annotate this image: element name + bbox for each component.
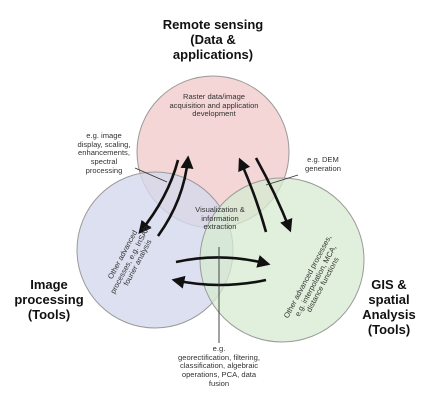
leader-right — [265, 174, 299, 186]
arrow-gis-to-rs — [238, 157, 268, 233]
annotation-right: e.g. DEM generation — [305, 155, 341, 173]
leader-left — [134, 167, 168, 183]
arrow-gis-to-ip — [171, 275, 267, 289]
gis-circle — [199, 177, 365, 343]
arrow-rs-to-ip — [138, 159, 180, 235]
remote-sensing-title: Remote sensing (Data & applications) — [162, 17, 264, 62]
annotation-bottom: e.g. georectification, filtering, classi… — [178, 344, 260, 388]
image-processing-title: Image processing (Tools) — [14, 277, 84, 322]
gis-title: GIS & spatial Analysis (Tools) — [362, 277, 416, 337]
arrow-ip-to-rs — [156, 155, 194, 237]
annotation-left: e.g. image display, scaling, enhancement… — [77, 131, 131, 175]
arrow-rs-to-gis — [254, 157, 293, 233]
center-text: Visualization & information extraction — [195, 205, 245, 232]
arrow-ip-to-gis — [175, 255, 271, 268]
remote-sensing-inner-text: Raster data/image acquisition and applic… — [169, 92, 259, 119]
